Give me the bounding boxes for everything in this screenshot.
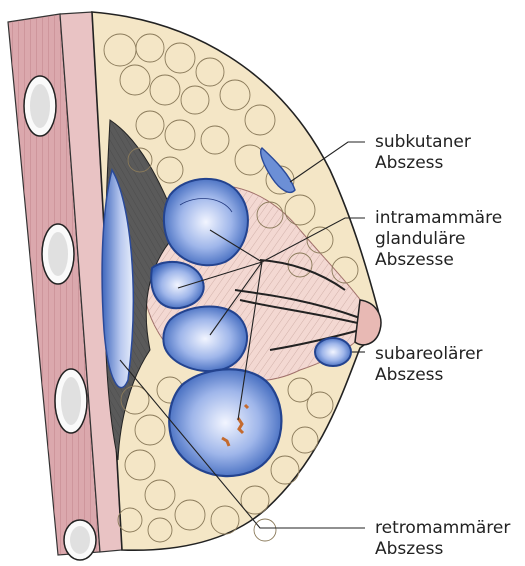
label-subareolar-line1: subareolärer — [375, 344, 483, 365]
label-subcutaneous-abscess: subkutaner Abszess — [375, 132, 471, 174]
label-retromammary-line1: retromammärer — [375, 518, 510, 539]
label-retromammary-abscess: retromammärer Abszess — [375, 518, 510, 560]
label-subareolar-line2: Abszess — [375, 365, 483, 386]
label-subareolar-abscess: subareolärer Abszess — [375, 344, 483, 386]
label-intramammary-line2: glanduläre — [375, 229, 502, 250]
abscess-large-lower — [169, 369, 281, 476]
label-subcutaneous-line2: Abszess — [375, 153, 471, 174]
abscess-middle — [151, 262, 203, 308]
label-intramammary-abscesses: intramammäre glanduläre Abszesse — [375, 208, 502, 271]
label-intramammary-line1: intramammäre — [375, 208, 502, 229]
label-intramammary-line3: Abszesse — [375, 250, 502, 271]
abscess-upper — [164, 179, 248, 265]
label-retromammary-line2: Abszess — [375, 539, 510, 560]
abscess-lower — [163, 306, 247, 371]
subareolar-abscess — [315, 338, 351, 366]
label-subcutaneous-line1: subkutaner — [375, 132, 471, 153]
